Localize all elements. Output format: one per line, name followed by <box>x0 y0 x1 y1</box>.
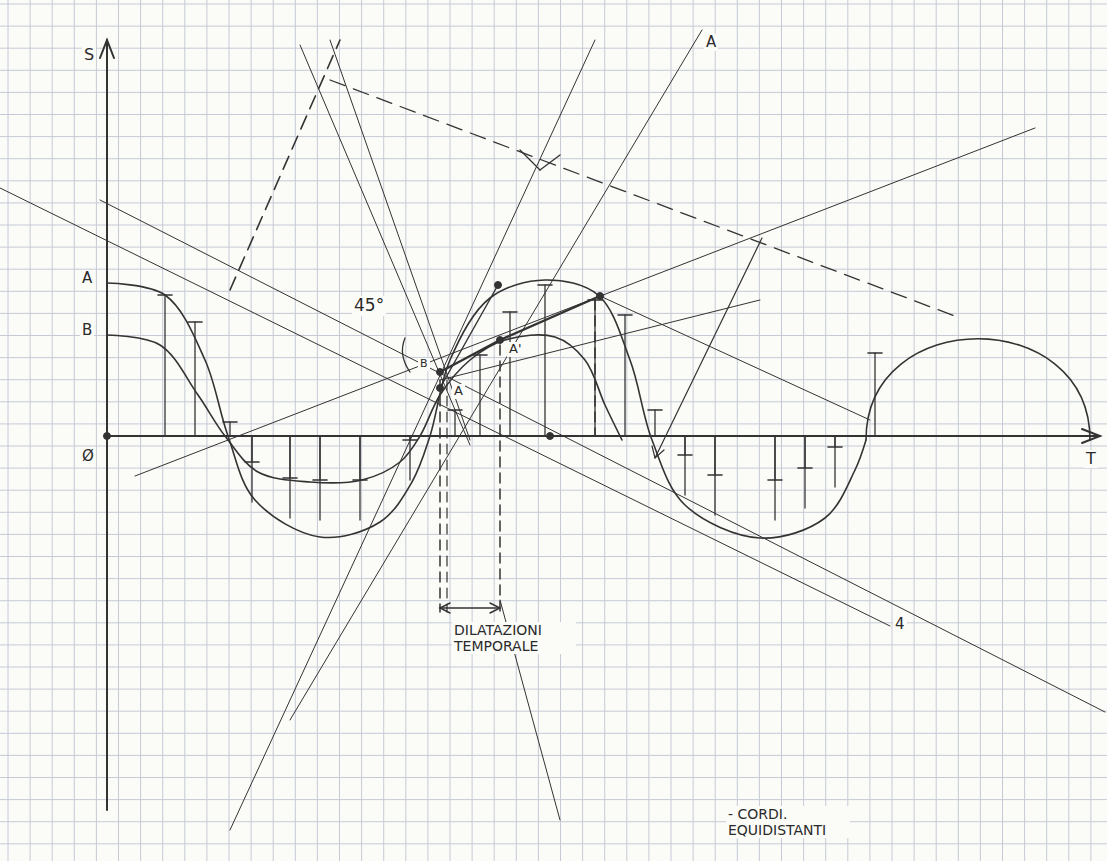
point-label: B <box>418 358 430 371</box>
chord <box>440 285 498 388</box>
ordinate-bar <box>164 295 165 436</box>
ordinate-bar <box>774 436 775 520</box>
dashed-line <box>446 380 447 612</box>
axis-label: T <box>1084 450 1098 468</box>
s-axis <box>106 40 108 810</box>
ordinate-bar <box>409 436 410 480</box>
ordinate-bar <box>319 436 320 520</box>
axis-label: A <box>80 270 94 287</box>
ordinate-bar <box>684 436 685 495</box>
point-dot <box>437 369 444 376</box>
ordinate-bar <box>544 285 545 436</box>
ordinate-cap <box>503 311 517 313</box>
ordinate-bar <box>834 436 835 487</box>
note-text: DILATAZIONI TEMPORALE <box>452 622 576 654</box>
chord <box>440 296 600 372</box>
construction-line <box>100 200 1105 712</box>
ordinate-bar <box>654 410 655 436</box>
ordinate-cap <box>188 321 202 323</box>
point-label: A' <box>507 342 523 357</box>
dashed-line <box>439 380 441 612</box>
point-dot <box>597 293 604 300</box>
arrow-line <box>655 238 762 458</box>
ordinate-bar <box>359 436 360 520</box>
construction-line <box>230 40 595 830</box>
origin-dot <box>104 433 111 440</box>
ordinate-bar <box>194 322 195 436</box>
ordinate-cap <box>618 314 632 316</box>
perpendicular-mark <box>540 155 560 170</box>
perpendicular-mark <box>520 150 540 170</box>
construction-line <box>0 188 890 626</box>
arrow-head <box>652 446 664 458</box>
dashed-line <box>594 300 596 436</box>
dashed-line <box>230 40 340 290</box>
point-label: 45° <box>352 296 386 316</box>
axis-arrow <box>1082 429 1100 443</box>
ordinate-cap <box>223 421 237 423</box>
ordinate-cap <box>648 409 662 411</box>
ordinate-bar <box>454 410 455 436</box>
axis-label: B <box>80 322 94 339</box>
construction-line <box>600 296 870 420</box>
note-text: - CORDI. EQUIDISTANTI <box>726 806 850 838</box>
ordinate-bar <box>289 436 290 518</box>
axis-label: Ø <box>80 448 96 465</box>
point-dot <box>547 433 554 440</box>
curve-a <box>107 280 866 538</box>
t-axis <box>107 435 1100 437</box>
construction-line <box>300 45 470 445</box>
interval-line <box>440 607 500 609</box>
interval-arrows <box>440 603 500 613</box>
construction-line <box>135 128 1035 476</box>
point-dot <box>497 337 504 344</box>
point-label: A <box>704 34 718 51</box>
angle-arc <box>402 338 410 372</box>
ordinate-bar <box>251 436 252 502</box>
ordinate-bar <box>804 436 805 508</box>
construction-line <box>290 30 702 720</box>
ordinate-bar <box>229 422 230 436</box>
ordinate-cap <box>868 352 882 354</box>
pencil-drawing <box>0 30 1105 830</box>
curve-hump <box>866 339 1090 440</box>
point-label: A <box>452 384 465 399</box>
ordinate-bar <box>714 436 715 515</box>
dashed-line <box>330 80 960 318</box>
construction-line <box>330 40 470 440</box>
axis-arrow <box>100 40 114 58</box>
ordinate-bar <box>594 300 595 436</box>
point-label: 4 <box>893 616 907 633</box>
dashed-line <box>499 345 501 612</box>
ordinate-bar <box>874 353 875 436</box>
axis-label: S <box>82 46 96 64</box>
point-dot <box>495 282 502 289</box>
ordinate-cap <box>158 294 172 296</box>
